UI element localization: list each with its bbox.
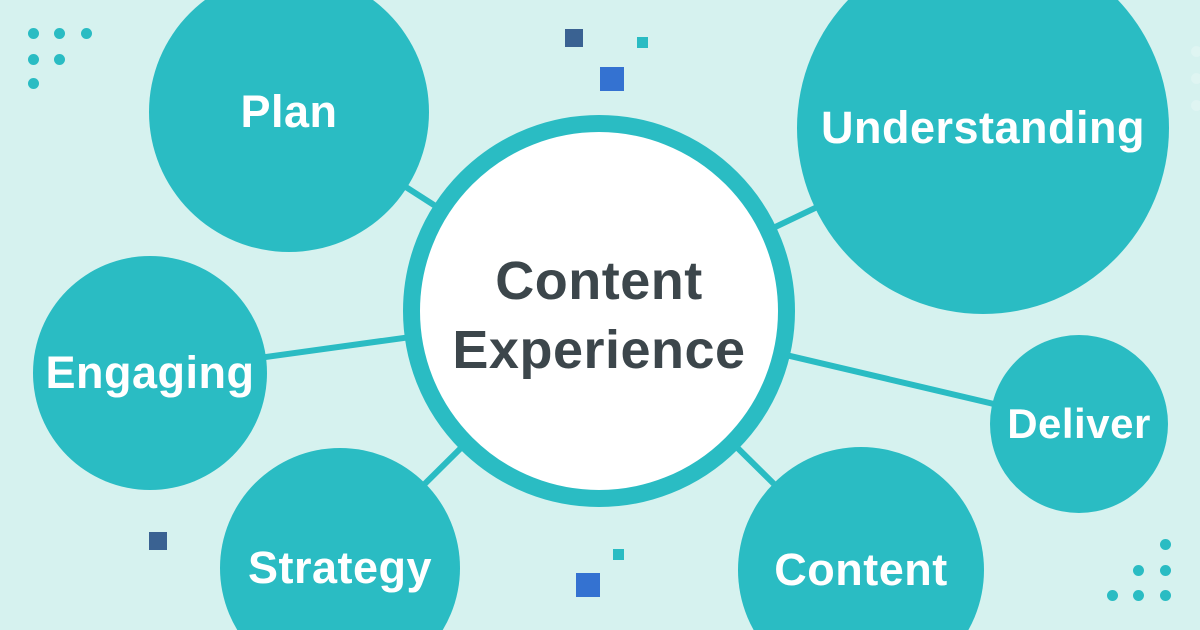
node-label: Understanding — [820, 102, 1145, 153]
dot-decoration-top-left — [81, 28, 92, 39]
dot-decoration-top-left — [28, 54, 39, 65]
center-node-label: Content Experience — [452, 247, 745, 385]
dot-decoration-right-edge — [1191, 46, 1200, 57]
square-decoration-blue — [600, 67, 624, 91]
node-understanding: Understanding — [797, 0, 1169, 314]
dot-decoration-bottom-right — [1107, 590, 1118, 601]
dot-decoration-right-edge — [1191, 100, 1200, 111]
center-label-line2: Experience — [452, 320, 746, 380]
node-label: Plan — [240, 86, 338, 137]
dot-decoration-top-left — [28, 28, 39, 39]
dot-decoration-top-left — [54, 28, 65, 39]
dot-decoration-top-left — [28, 78, 39, 89]
center-label-line1: Content — [495, 251, 703, 311]
center-node: Content Experience — [403, 115, 795, 507]
square-decoration-teal — [637, 37, 648, 48]
square-decoration-blue — [576, 573, 600, 597]
node-label: Engaging — [45, 347, 255, 398]
square-decoration-navy — [565, 29, 583, 47]
square-decoration-teal — [613, 549, 624, 560]
dot-decoration-bottom-right — [1160, 590, 1171, 601]
node-strategy: Strategy — [220, 448, 460, 630]
node-label: Deliver — [1007, 400, 1151, 447]
dot-decoration-top-left — [54, 54, 65, 65]
node-plan: Plan — [149, 0, 429, 252]
node-label: Content — [774, 544, 948, 595]
dot-decoration-bottom-right — [1160, 539, 1171, 550]
dot-decoration-right-edge — [1191, 73, 1200, 84]
dot-decoration-bottom-right — [1133, 565, 1144, 576]
square-decoration-navy — [149, 532, 167, 550]
dot-decoration-bottom-right — [1133, 590, 1144, 601]
node-label: Strategy — [247, 542, 433, 593]
node-content: Content — [738, 447, 984, 630]
node-deliver: Deliver — [990, 335, 1168, 513]
dot-decoration-bottom-right — [1160, 565, 1171, 576]
node-engaging: Engaging — [33, 256, 267, 490]
